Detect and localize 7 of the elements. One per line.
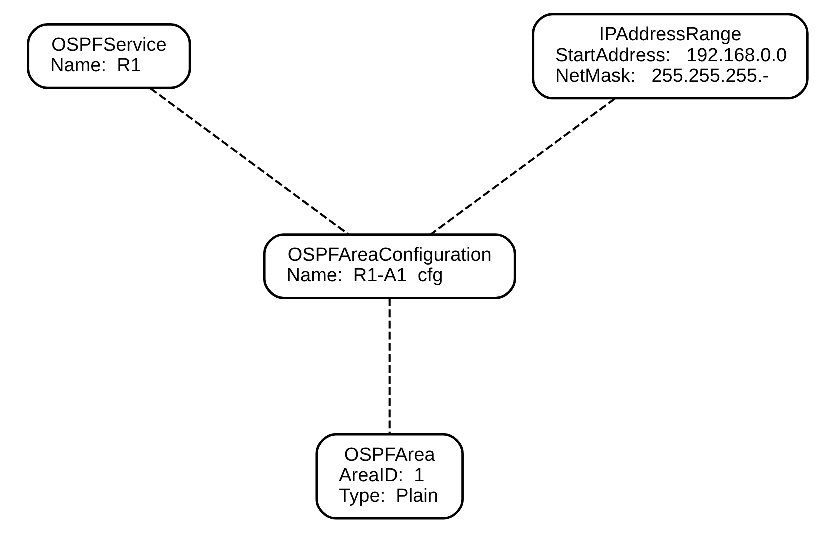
- node-box: OSPFService Name: R1: [26, 24, 191, 90]
- connector: [150, 88, 349, 236]
- node-box: IPAddressRange StartAddress: 192.168.0.0 NetMask: 255.255.255.-: [532, 13, 808, 100]
- node-box: OSPFArea AreaID: 1 Type: Plain: [315, 433, 464, 520]
- connector: [388, 298, 390, 434]
- connector: [430, 98, 616, 236]
- node-box: OSPFAreaConfiguration Name: R1-A1 cfg: [262, 234, 516, 300]
